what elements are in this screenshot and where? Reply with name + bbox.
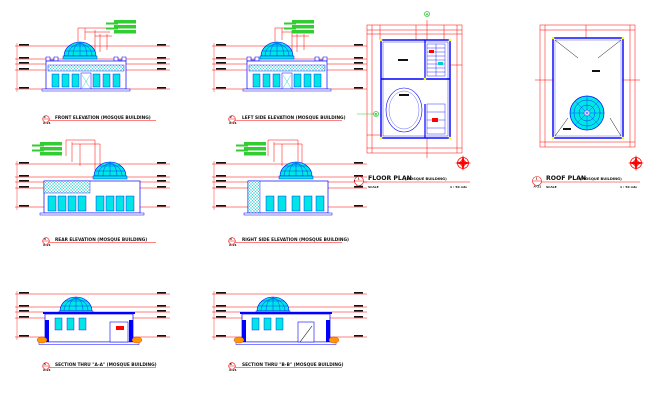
svg-text:A-21: A-21 [229,368,237,372]
left-elevation-title: 2 A-21 LEFT SIDE ELEVATION (MOSQUE BUILD… [228,115,346,125]
section-bb-drawing [211,290,368,345]
svg-text:2: 2 [230,115,232,119]
floor-plan-scale-label: SCALE [368,185,379,189]
roof-plan-label: ROOF PLAN [546,175,586,182]
svg-text:1: 1 [44,115,46,119]
roof-plan-subtitle: (MOSQUE BUILDING) [580,177,622,181]
svg-text:A-21: A-21 [43,121,51,125]
rear-elevation-title: 3 A-21 REAR ELEVATION (MOSQUE BUILDING) [42,237,157,247]
svg-text:6: 6 [230,362,232,366]
left-elevation-label: LEFT SIDE ELEVATION (MOSQUE BUILDING) [242,115,346,121]
right-elevation-drawing [211,139,368,216]
right-elevation-label: RIGHT SIDE ELEVATION (MOSQUE BUILDING) [242,237,349,243]
section-aa-label: SECTION THRU "A-A" (MOSQUE BUILDING) [55,362,157,368]
roof-plan-scale-label: SCALE [546,185,557,189]
floor-plan-title: 1 A-21 FLOOR PLAN (MOSQUE BUILDING) SCAL… [354,175,470,189]
svg-text:3: 3 [44,237,46,241]
roof-plan-title: 1 A-21 ROOF PLAN (MOSQUE BUILDING) SCALE… [532,175,640,189]
svg-text:A-21: A-21 [43,368,51,372]
floor-plan-num: 1 [358,177,360,181]
roof-plan-scale-value: 1 : 50 mts [620,185,637,189]
north-arrow-icon [454,154,472,172]
roof-plan-drawing [535,24,640,148]
roof-plan-num: 1 [536,177,538,181]
section-aa-title: 5 A-21 SECTION THRU "A-A" (MOSQUE BUILDI… [42,362,157,372]
svg-text:A-21: A-21 [229,243,237,247]
svg-text:A-21: A-21 [43,243,51,247]
rear-elevation-label: REAR ELEVATION (MOSQUE BUILDING) [55,237,147,243]
section-aa-drawing [14,290,171,345]
rear-elevation-drawing [14,139,171,216]
svg-text:B: B [375,113,378,117]
north-arrow-icon [627,154,645,172]
svg-text:A: A [426,13,429,17]
front-elevation-title: 1 A-21 FRONT ELEVATION (MOSQUE BUILDING) [42,115,157,125]
front-elevation-label: FRONT ELEVATION (MOSQUE BUILDING) [55,115,151,121]
floor-plan-scale-value: 1 : 50 mts [450,185,467,189]
roof-plan-sheet: A-21 [534,185,542,189]
floor-plan-drawing: A B [357,11,463,158]
right-elevation-title: 4 A-21 RIGHT SIDE ELEVATION (MOSQUE BUIL… [228,237,349,247]
section-bb-label: SECTION THRU "B-B" (MOSQUE BUILDING) [242,362,344,368]
left-elevation-drawing [211,20,368,93]
floor-plan-label: FLOOR PLAN [368,175,412,182]
svg-text:5: 5 [44,362,46,366]
floor-plan-subtitle: (MOSQUE BUILDING) [405,177,447,181]
section-bb-title: 6 A-21 SECTION THRU "B-B" (MOSQUE BUILDI… [228,362,344,372]
svg-text:A-21: A-21 [229,121,237,125]
front-elevation-drawing [14,20,171,93]
floor-plan-sheet: A-21 [356,185,364,189]
svg-text:4: 4 [230,237,232,241]
